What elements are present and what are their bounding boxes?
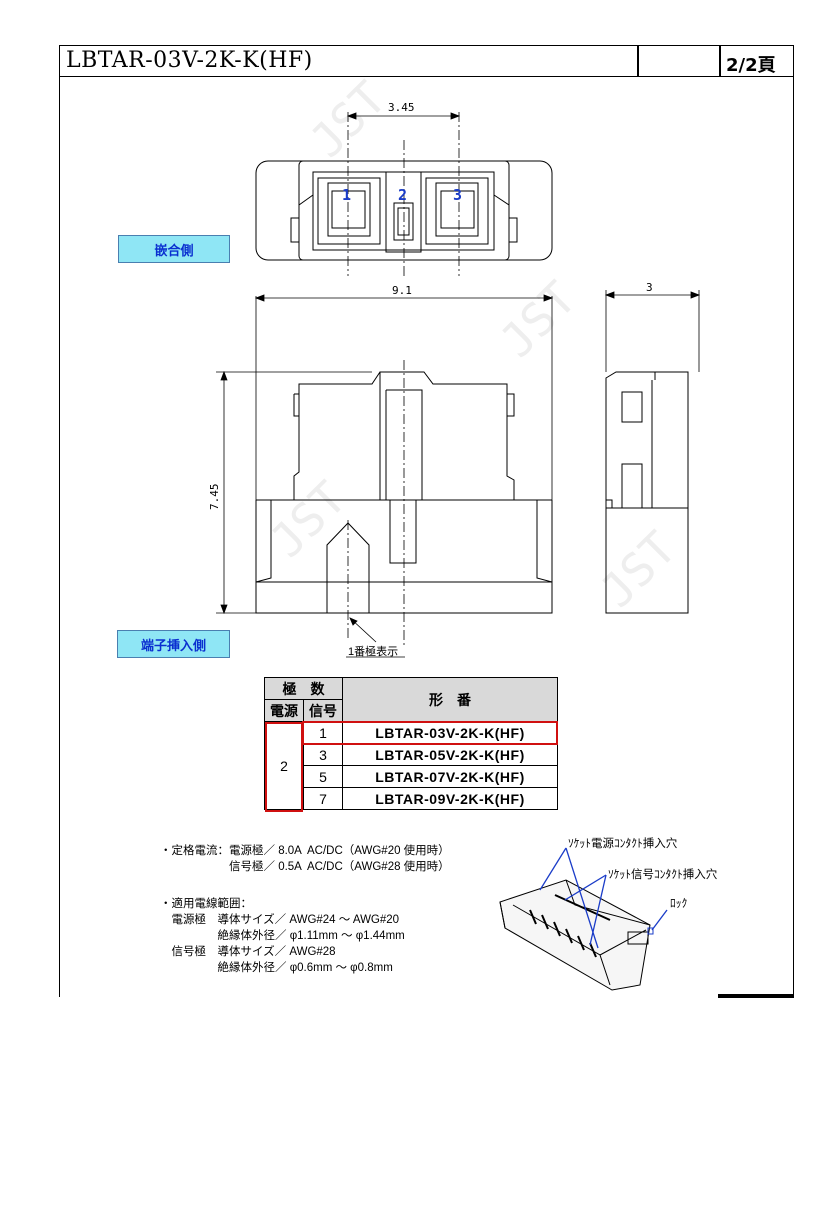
pin1-note: 1番極表示	[348, 644, 398, 658]
part-number: LBTAR-09V-2K-K(HF)	[342, 787, 558, 810]
highlight-row-box	[302, 721, 558, 745]
highlight-power-box	[265, 722, 303, 812]
header-signal: 信号	[303, 699, 343, 722]
center-lines	[347, 112, 460, 276]
pitch-dimension	[346, 112, 461, 120]
lock-callout: ﾛｯｸ	[670, 896, 688, 910]
dim-pitch: 3.45	[388, 101, 415, 114]
watermark: JST JST JST JST	[260, 71, 687, 618]
pin-number: 2	[398, 186, 407, 204]
height-dimension	[216, 370, 372, 615]
dim-height: 7.45	[208, 484, 221, 511]
pin-number: 3	[453, 186, 462, 204]
table-row: 3 LBTAR-05V-2K-K(HF)	[265, 743, 558, 766]
svg-text:JST: JST	[490, 271, 587, 368]
mating-side-label: 嵌合側	[118, 235, 230, 263]
width-dimension	[254, 294, 554, 582]
center-lines	[347, 360, 405, 648]
part-number: LBTAR-05V-2K-K(HF)	[342, 743, 558, 766]
dim-depth: 3	[646, 281, 653, 294]
pin-numbers: 1 2 3	[342, 186, 462, 204]
callout-arrows	[539, 847, 668, 949]
bottom-rule	[718, 994, 794, 998]
page-number: 2/2頁	[726, 55, 776, 76]
svg-text:JST: JST	[260, 471, 357, 568]
side-view	[605, 371, 689, 614]
signal-pole-count: 7	[303, 787, 343, 810]
connector-3d-illustration	[499, 879, 654, 991]
part-number: LBTAR-07V-2K-K(HF)	[342, 765, 558, 788]
header-part-number: 形 番	[342, 677, 558, 722]
header-power: 電源	[264, 699, 304, 722]
signal-hole-callout: ｿｹｯﾄ信号ｺﾝﾀｸﾄ挿入穴	[608, 867, 718, 881]
wire-range-note: ・適用電線範囲： 電源極 導体サイズ／ AWG#24 ～ AWG#20 絶縁体外…	[160, 898, 405, 974]
signal-pole-count: 3	[303, 743, 343, 766]
insertion-side-label: 端子挿入側	[117, 630, 230, 658]
title-bar: LBTAR-03V-2K-K(HF) 2/2頁	[59, 45, 794, 77]
power-hole-callout: ｿｹｯﾄ電源ｺﾝﾀｸﾄ挿入穴	[568, 836, 678, 850]
table-row: 7 LBTAR-09V-2K-K(HF)	[265, 787, 558, 810]
pin1-leader	[346, 617, 405, 658]
header-poles: 極 数	[264, 677, 343, 700]
dim-width: 9.1	[392, 284, 412, 297]
rated-current-note: ・定格電流：電源極／ 8.0A AC/DC（AWG#20 使用時） 信号極／ 0…	[160, 845, 450, 873]
page-title: LBTAR-03V-2K-K(HF)	[66, 48, 313, 73]
title-divider	[637, 46, 639, 76]
depth-dimension	[604, 290, 701, 372]
svg-text:JST: JST	[590, 521, 687, 618]
table-row: 5 LBTAR-07V-2K-K(HF)	[265, 765, 558, 788]
pin-number: 1	[342, 186, 351, 204]
top-view	[255, 160, 553, 261]
title-divider	[719, 46, 721, 76]
signal-pole-count: 5	[303, 765, 343, 788]
